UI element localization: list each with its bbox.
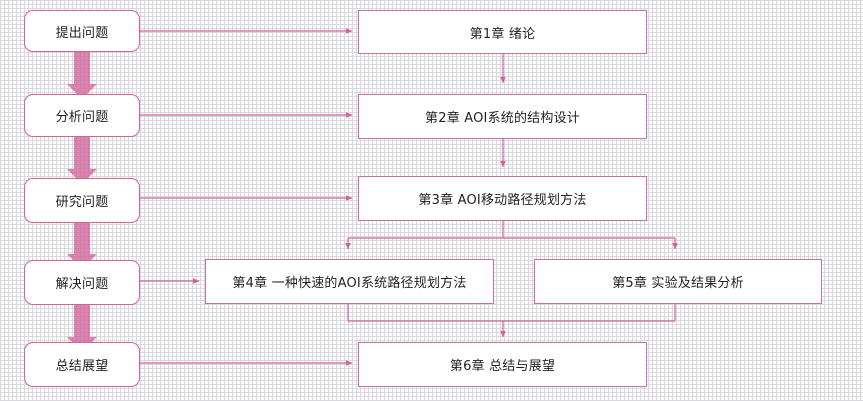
node-chapter-2[interactable]: 第2章 AOI系统的结构设计 [358, 94, 647, 139]
node-research-problem[interactable]: 研究问题 [24, 178, 140, 223]
node-chapter-1[interactable]: 第1章 绪论 [358, 10, 647, 54]
node-chapter-5[interactable]: 第5章 实验及结果分析 [534, 259, 822, 304]
node-label: 研究问题 [55, 195, 109, 210]
node-chapter-3[interactable]: 第3章 AOI移动路径规划方法 [358, 176, 647, 221]
node-label: 第5章 实验及结果分析 [612, 276, 744, 291]
node-chapter-4[interactable]: 第4章 一种快速的AOI系统路径规划方法 [205, 259, 494, 304]
node-label: 第2章 AOI系统的结构设计 [425, 111, 580, 126]
node-label: 总结展望 [55, 359, 109, 374]
block-arrow-analyze-to-research [67, 137, 97, 184]
node-label: 解决问题 [55, 277, 109, 292]
node-chapter-6[interactable]: 第6章 总结与展望 [358, 342, 647, 387]
node-label: 提出问题 [55, 25, 109, 41]
node-raise-problem[interactable]: 提出问题 [24, 10, 140, 52]
node-solve-problem[interactable]: 解决问题 [24, 260, 140, 305]
block-arrow-research-to-solve [67, 223, 97, 269]
node-analyze-problem[interactable]: 分析问题 [24, 94, 140, 137]
block-arrow-solve-to-summarize [67, 305, 97, 352]
merge-ch4-ch5-to-ch6 [347, 304, 676, 338]
branch-ch3-to-ch4-ch5 [345, 221, 678, 250]
node-label: 分析问题 [55, 110, 109, 125]
node-label: 第3章 AOI移动路径规划方法 [418, 193, 587, 208]
block-arrow-raise-to-analyze [67, 52, 97, 99]
node-label: 第1章 绪论 [469, 26, 536, 42]
node-label: 第6章 总结与展望 [449, 359, 556, 374]
node-label: 第4章 一种快速的AOI系统路径规划方法 [232, 276, 467, 291]
node-summarize-outlook[interactable]: 总结展望 [24, 342, 140, 387]
